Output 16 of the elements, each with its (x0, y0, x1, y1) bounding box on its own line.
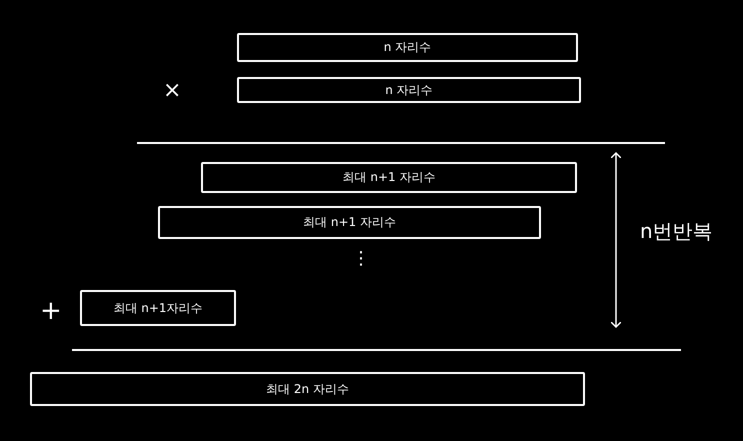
operator-sign: × (163, 78, 182, 103)
digit-bar (30, 372, 585, 406)
digit-bar (80, 290, 236, 326)
digit-count-text: 최대 2n 자리수 (266, 380, 349, 398)
repeat-note: n번반복 (640, 218, 713, 245)
digit-count-text: n 자리수 (384, 39, 432, 56)
digit-count-text: 최대 n+1 자리수 (303, 214, 396, 231)
operator-sign: + (40, 296, 62, 326)
digit-count-text: n 자리수 (385, 82, 433, 98)
digit-bar (237, 77, 581, 103)
digit-bar (237, 33, 578, 62)
digit-count-text: 최대 n+1자리수 (113, 300, 203, 316)
digit-bar (201, 162, 577, 193)
digit-count-text: 최대 n+1 자리수 (342, 169, 436, 186)
digit-bar (158, 206, 541, 239)
ellipsis: ⋮ (352, 248, 370, 269)
